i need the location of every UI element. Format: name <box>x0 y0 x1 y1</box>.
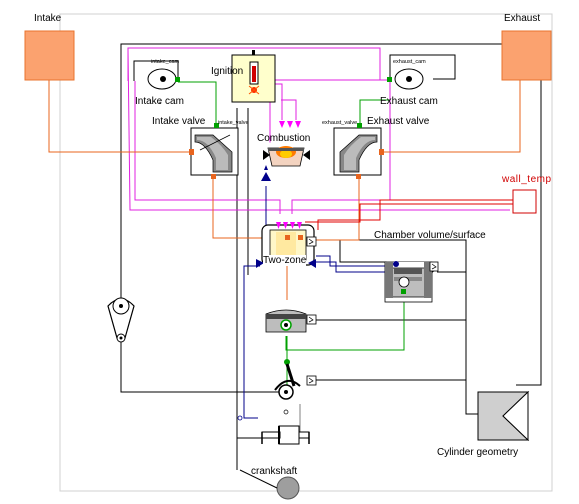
ignition-label: Ignition <box>211 66 244 77</box>
timing-belt[interactable] <box>107 297 135 343</box>
intake-cam-tag: intake_cam <box>151 59 180 65</box>
ignition-block[interactable] <box>231 50 276 103</box>
crankshaft-coupling[interactable] <box>237 415 310 445</box>
two-zone-label: Two-zone <box>263 255 307 266</box>
intake-cam-label: Intake cam <box>135 96 184 107</box>
crankshaft-link <box>239 469 278 489</box>
exhaust-valve-label: Exhaust valve <box>367 116 430 127</box>
wall-temp-source[interactable] <box>512 189 537 214</box>
intake-valve-tag: intake_valve <box>218 120 249 126</box>
exhaust-boundary[interactable] <box>501 30 552 81</box>
ignition-signal-lines <box>127 47 510 214</box>
intake-label: Intake <box>34 13 62 24</box>
exhaust-cam[interactable] <box>387 68 424 90</box>
intake-cam[interactable] <box>147 68 180 90</box>
wall-temp-line-2 <box>305 203 513 223</box>
exhaust-valve-tag: exhaust_valve <box>322 120 358 126</box>
wall-temp-label: wall_temp <box>502 174 552 185</box>
intake-flow-lines <box>48 80 521 300</box>
wall-temp-line <box>317 199 513 230</box>
intake-valve-label: Intake valve <box>152 116 206 127</box>
chamber-label: Chamber volume/surface <box>374 230 486 241</box>
crank-mechanism[interactable] <box>274 359 317 415</box>
piston-block[interactable] <box>263 308 317 336</box>
combustion-label: Combustion <box>257 133 311 144</box>
combustion-block[interactable] <box>261 142 311 181</box>
exhaust-cam-tag: exhaust_cam <box>393 59 426 65</box>
exhaust-valve[interactable] <box>333 123 384 179</box>
exhaust-cam-label: Exhaust cam <box>380 96 438 107</box>
spark-signal-arrows <box>279 121 301 128</box>
crankshaft-label: crankshaft <box>251 466 298 477</box>
intake-boundary[interactable] <box>24 30 75 81</box>
cylinder-geometry-block[interactable] <box>477 390 530 442</box>
two-zone-links <box>243 186 385 419</box>
chamber-piston[interactable] <box>384 261 439 303</box>
exhaust-label: Exhaust <box>504 13 541 24</box>
crankshaft-flange[interactable] <box>276 476 300 500</box>
cylinder-geometry-label: Cylinder geometry <box>437 447 519 458</box>
intake-valve[interactable] <box>189 123 239 179</box>
model-frame <box>59 13 553 492</box>
